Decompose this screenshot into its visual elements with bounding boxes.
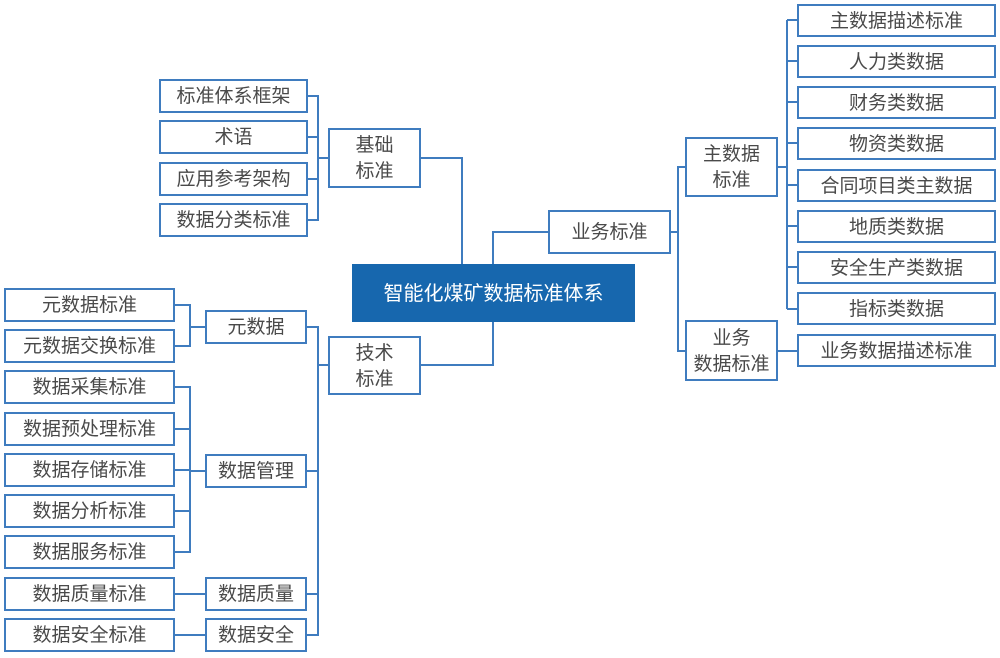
tech-group-node: 数据安全 xyxy=(205,618,307,652)
connector-root-tech xyxy=(421,322,494,366)
business-group-node: 业务 数据标准 xyxy=(685,320,778,381)
business-leaf-node: 合同项目类主数据 xyxy=(797,169,996,202)
tech-leaf-node: 数据质量标准 xyxy=(4,577,175,611)
connector-datamgmt-children xyxy=(175,386,205,553)
tech-leaf-node: 数据采集标准 xyxy=(4,370,175,404)
connector-business-groups xyxy=(671,166,685,352)
tech-group-node: 元数据 xyxy=(205,310,307,344)
basic-child-node: 标准体系框架 xyxy=(159,79,308,113)
connector-basic-children xyxy=(308,95,328,221)
business-leaf-node: 物资类数据 xyxy=(797,127,996,160)
basic-standard-node: 基础 标准 xyxy=(328,128,421,188)
tech-leaf-node: 元数据标准 xyxy=(4,288,175,322)
basic-child-node: 应用参考架构 xyxy=(159,162,308,196)
connector-root-business xyxy=(492,231,548,264)
tech-leaf-node: 数据存储标准 xyxy=(4,453,175,487)
tech-group-node: 数据质量 xyxy=(205,577,307,611)
business-leaf-node: 主数据描述标准 xyxy=(797,4,996,37)
tech-leaf-node: 数据预处理标准 xyxy=(4,412,175,446)
business-leaf-node: 财务类数据 xyxy=(797,86,996,119)
root-node: 智能化煤矿数据标准体系 xyxy=(352,264,635,322)
tech-leaf-node: 元数据交换标准 xyxy=(4,329,175,363)
connector-metadata-children xyxy=(175,304,205,347)
business-leaf-node: 安全生产类数据 xyxy=(797,251,996,284)
business-leaf-node: 人力类数据 xyxy=(797,45,996,78)
tech-leaf-node: 数据服务标准 xyxy=(4,535,175,569)
tech-leaf-node: 数据分析标准 xyxy=(4,494,175,528)
connector-root-basic xyxy=(421,157,463,264)
business-group-node: 主数据 标准 xyxy=(685,137,778,197)
business-leaf-node: 地质类数据 xyxy=(797,210,996,243)
business-leaf-node: 业务数据描述标准 xyxy=(797,334,996,367)
business-standard-node: 业务标准 xyxy=(548,210,671,254)
tech-leaf-node: 数据安全标准 xyxy=(4,618,175,652)
tech-standard-node: 技术 标准 xyxy=(328,336,421,395)
connector-tech-groups xyxy=(307,326,328,636)
tech-group-node: 数据管理 xyxy=(205,454,307,488)
connector-masterdata-children xyxy=(778,19,797,310)
basic-child-node: 术语 xyxy=(159,120,308,154)
basic-child-node: 数据分类标准 xyxy=(159,203,308,237)
business-leaf-node: 指标类数据 xyxy=(797,292,996,325)
